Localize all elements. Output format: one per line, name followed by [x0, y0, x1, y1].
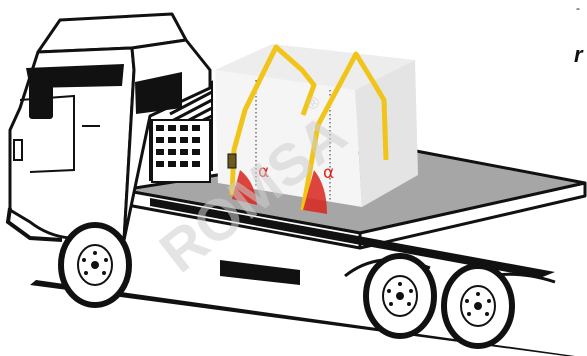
chassis-block: [220, 260, 300, 285]
wheel-rear-1: [366, 256, 434, 336]
edge-text-fragment: r: [574, 42, 584, 67]
edge-tick-fragment: -: [576, 1, 580, 15]
pallet-stack: [152, 120, 210, 182]
wheel-front: [61, 225, 129, 305]
wheel-rear-2: [444, 266, 512, 346]
side-mirror: [14, 140, 22, 160]
